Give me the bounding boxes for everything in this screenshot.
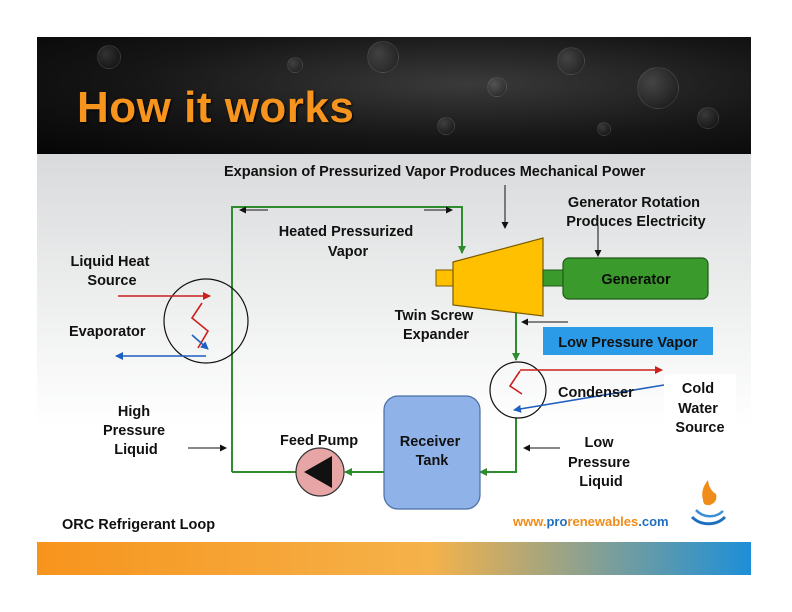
evaporator-coil-cold [191,334,209,350]
water-drop [557,47,585,75]
receiver-tank-label: Receiver Tank [400,434,465,469]
website-brand: pro [546,514,567,529]
cold-water-line-2: Water [678,401,718,417]
water-drop [287,57,303,73]
feed-pump-triangle-icon [304,456,332,488]
high-pressure-liquid-label: High Pressure Liquid [103,404,169,458]
condenser-coil [508,370,523,395]
website-link[interactable]: www.prorenewables.com [512,514,669,529]
condenser-circle [489,361,547,419]
water-drop [487,77,507,97]
website-suffix: .com [638,514,668,529]
title-bar: How it works [37,37,751,154]
hp-liquid-line-2: Pressure [103,423,165,439]
water-drop [597,122,611,136]
heated-vapor-line-1: Heated Pressurized [279,224,414,240]
heated-vapor-line-2: Vapor [328,244,369,260]
hp-liquid-line-1: High [118,404,150,420]
cold-water-line-1: Cold [682,381,714,397]
pointer-arrows [188,185,602,452]
generator-label: Generator [601,272,671,288]
generator-caption: Generator Rotation Produces Electricity [566,195,705,230]
website-prefix: www. [512,514,546,529]
lp-liquid-line-1: Low [584,435,614,451]
liquid-heat-source-label: Liquid Heat Source [71,254,154,289]
generator-box[interactable] [562,257,709,300]
loop-line-vapor [231,206,466,472]
footer-gradient-bar [37,542,751,575]
evaporator-label: Evaporator [69,324,146,340]
receiver-tank-box[interactable] [383,395,481,510]
condenser-label: Condenser [558,385,634,401]
prorenewables-logo-icon [690,480,727,526]
twin-screw-expander-shape [452,237,544,317]
twin-screw-expander-label: Twin Screw Expander [395,308,478,343]
website-rest: renewables [567,514,638,529]
liquid-heat-source-line-2: Source [87,273,136,289]
evaporator-coil [190,302,210,349]
twin-screw-line-1: Twin Screw [395,308,474,324]
generator-caption-line-1: Generator Rotation [568,195,700,211]
low-pressure-vapor-label: Low Pressure Vapor [558,335,698,351]
low-pressure-liquid-label: Low Pressure Liquid [568,435,634,490]
water-drop [367,41,399,73]
expansion-caption: Expansion of Pressurized Vapor Produces … [224,164,646,180]
heated-vapor-label: Heated Pressurized Vapor [279,224,418,260]
receiver-tank-line-2: Tank [416,453,450,469]
loop-line-lowliquid [479,418,517,476]
expander-shaft-left [435,269,454,287]
water-drop [437,117,455,135]
twin-screw-line-2: Expander [403,327,469,343]
cold-water-line-3: Source [675,420,724,436]
lp-liquid-line-2: Pressure [568,455,630,471]
hp-liquid-line-3: Liquid [114,442,158,458]
orc-loop-label: ORC Refrigerant Loop [62,517,215,533]
evaporator-circle [163,278,249,364]
lp-liquid-line-3: Liquid [579,474,623,490]
receiver-tank-line-1: Receiver [400,434,461,450]
slide-title: How it works [77,83,355,132]
cold-water-inflow [513,384,665,413]
low-pressure-vapor-bg [543,327,713,355]
cold-water-source-box [664,374,736,436]
generator-coupling [542,269,564,287]
water-drop [97,45,121,69]
water-drop [637,67,679,109]
generator-caption-line-2: Produces Electricity [566,214,705,230]
water-drop [697,107,719,129]
cold-water-source-label: Cold Water Source [675,381,724,436]
feed-pump-label: Feed Pump [280,433,358,449]
liquid-heat-source-line-1: Liquid Heat [71,254,150,270]
refrigerant-loop [231,206,520,476]
